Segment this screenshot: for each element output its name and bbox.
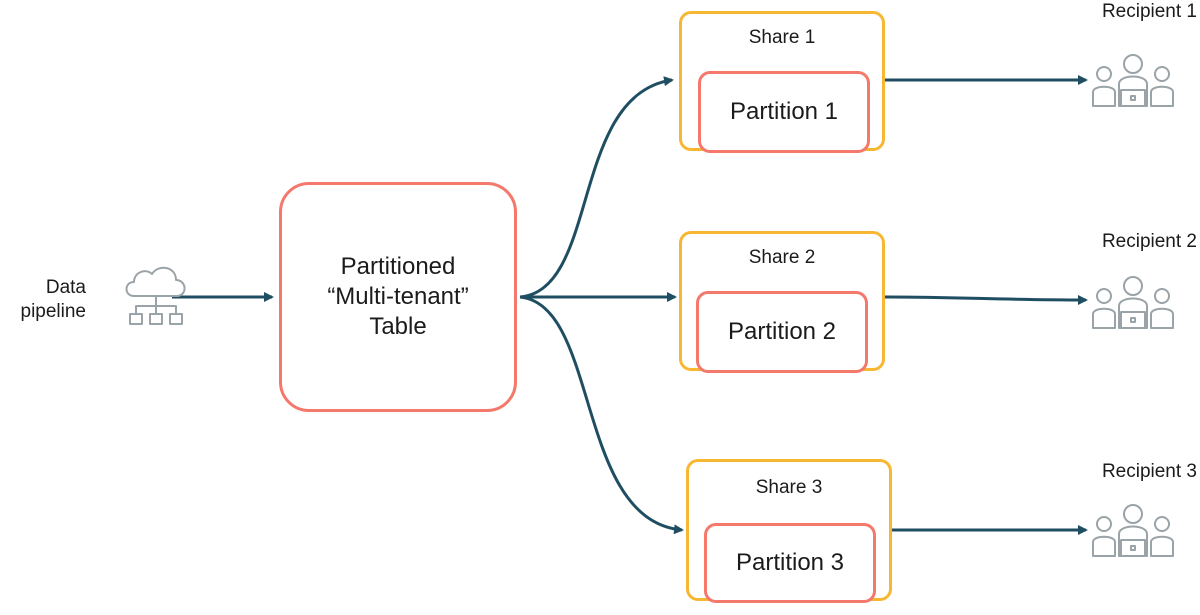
pipeline-label-line1: Data	[45, 277, 86, 298]
share-1-box: Share 1 Partition 1	[679, 11, 885, 153]
pipeline-label-line2: pipeline	[20, 300, 87, 322]
recipient-1-label: Recipient 1	[1101, 1, 1197, 22]
partition-3-box: Partition 3	[704, 523, 876, 603]
share-2-box: Share 2 Partition 2	[679, 231, 885, 373]
partition-3-label: Partition 3	[735, 549, 845, 576]
share-3-box: Share 3 Partition 3	[686, 459, 892, 603]
recipient-2-icon	[1092, 276, 1174, 329]
pipeline-label: Data pipeline	[2, 276, 87, 324]
table-title-line3: Table	[369, 313, 427, 340]
table-to-share1-arrow	[519, 76, 674, 299]
partition-2-label: Partition 2	[727, 318, 837, 345]
cloud-hierarchy-icon	[125, 266, 186, 325]
table-title-line2: “Multi-tenant”	[327, 283, 469, 310]
partition-2-box: Partition 2	[696, 291, 868, 373]
share-2-label: Share 2	[748, 247, 816, 268]
table-title-line1: Partitioned	[340, 253, 456, 280]
share-1-label: Share 1	[748, 27, 816, 48]
table-to-share3-arrow	[519, 295, 684, 535]
recipient-3-label: Recipient 3	[1101, 461, 1197, 482]
partition-1-box: Partition 1	[698, 71, 870, 153]
recipient-3-icon	[1092, 504, 1174, 557]
partition-1-label: Partition 1	[729, 98, 839, 125]
share-3-label: Share 3	[755, 477, 823, 498]
recipient-1-icon	[1092, 54, 1174, 107]
share2-to-recipient2-arrow	[883, 294, 1088, 305]
multi-tenant-table: Partitioned “Multi-tenant” Table	[279, 182, 517, 412]
recipient-2-label: Recipient 2	[1101, 231, 1197, 252]
